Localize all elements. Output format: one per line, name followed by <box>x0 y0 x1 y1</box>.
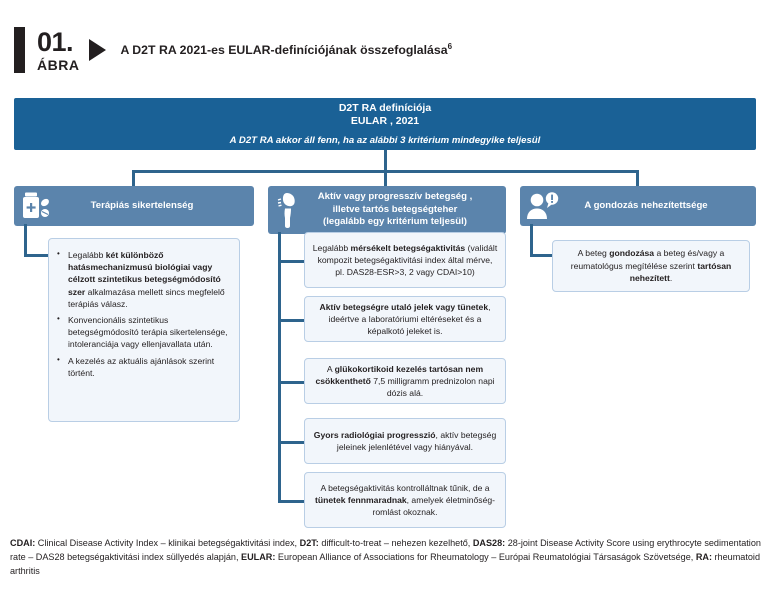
criterion-box-signs-symptoms: Aktív betegségre utaló jelek vagy tünete… <box>304 296 506 342</box>
connector-stub-left <box>24 254 48 257</box>
connector-stem-right <box>530 224 533 256</box>
column-header-therapy-failure: Terápiás sikertelenség <box>14 186 254 226</box>
connector-stub-middle <box>278 500 304 503</box>
criterion-text-1: Aktív betegségre utaló jelek vagy tünete… <box>319 301 491 337</box>
figure-number: 01. <box>37 26 74 57</box>
criterion-box-radiological-progression: Gyors radiológiai progresszió, aktív bet… <box>304 418 506 464</box>
criterion-box-persistent-symptoms: A betegségaktivitás kontrolláltnak tűnik… <box>304 472 506 528</box>
criterion-box-glucocorticoid: A glükokortikoid kezelés tartósan nem cs… <box>304 358 506 404</box>
figure-title: A D2T RA 2021-es EULAR-definíciójának ös… <box>120 42 452 57</box>
therapy-failure-bullet-list: Legalább két különböző hatásmechanizmusú… <box>57 248 229 379</box>
definition-header-box: D2T RA definíciója EULAR , 2021 A D2T RA… <box>14 98 756 150</box>
figure-title-text: A D2T RA 2021-es EULAR-definíciójának ös… <box>120 43 448 58</box>
figure-number-block: 01. ÁBRA <box>37 26 80 73</box>
definition-subtitle: A D2T RA akkor áll fenn, ha az alábbi 3 … <box>229 135 541 147</box>
connector-stub-middle <box>278 319 304 322</box>
figure-title-superscript: 6 <box>447 42 453 52</box>
therapy-failure-box: Legalább két különböző hatásmechanizmusú… <box>48 238 240 422</box>
criterion-text-3: Gyors radiológiai progresszió, aktív bet… <box>313 429 497 452</box>
column-header-middle-line3: (legalább egy kritérium teljesül) <box>323 216 467 228</box>
abbreviations-footnote: CDAI: Clinical Disease Activity Index – … <box>10 536 762 578</box>
criterion-box-disease-activity: Legalább mérsékelt betegségaktivitás (va… <box>304 232 506 288</box>
column-header-active-disease: Aktív vagy progresszív betegség , illetv… <box>268 186 506 234</box>
care-difficulty-box: A beteg gondozása a beteg és/vagy a reum… <box>552 240 750 292</box>
column-header-label-right: A gondozás nehezítettsége <box>584 199 708 211</box>
criterion-text-4: A betegségaktivitás kontrolláltnak tűnik… <box>314 482 496 518</box>
abbreviations-text: CDAI: Clinical Disease Activity Index – … <box>10 538 761 577</box>
column-header-middle-line2: illetve tartós betegségteher <box>332 203 458 215</box>
connector-drop-right <box>636 170 639 186</box>
connector-stem-left <box>24 224 27 256</box>
therapy-failure-bullet: Konvencionális szintetikus betegségmódos… <box>57 313 229 351</box>
column-header-care-difficulty: A gondozás nehezítettsége <box>520 186 756 226</box>
knee-joint-icon <box>268 191 314 229</box>
connector-stub-middle <box>278 381 304 384</box>
connector-drop-middle <box>384 170 387 186</box>
definition-title-line1: D2T RA definíciója <box>338 101 432 114</box>
column-header-label-middle: Aktív vagy progresszív betegség , illetv… <box>314 191 506 230</box>
connector-stub-middle <box>278 260 304 263</box>
person-alert-icon <box>520 191 566 221</box>
therapy-failure-bullet: A kezelés az aktuális ajánlások szerint … <box>57 354 229 379</box>
column-header-middle-line1: Aktív vagy progresszív betegség , <box>317 190 473 202</box>
figure-title-row: 01. ÁBRA A D2T RA 2021-es EULAR-definíci… <box>14 26 452 74</box>
title-accent-bar <box>14 27 25 73</box>
criterion-text-0: Legalább mérsékelt betegségaktivitás (va… <box>312 242 498 278</box>
medicine-bottle-pills-icon <box>14 191 60 221</box>
connector-drop-left <box>132 170 135 186</box>
figure-word: ÁBRA <box>37 56 80 73</box>
definition-title-line2: EULAR , 2021 <box>350 115 420 127</box>
care-difficulty-text: A beteg gondozása a beteg és/vagy a reum… <box>570 248 732 284</box>
therapy-failure-bullet: Legalább két különböző hatásmechanizmusú… <box>57 248 229 310</box>
connector-header-vertical <box>384 150 387 172</box>
connector-spine-middle <box>278 232 281 500</box>
triangle-right-icon <box>89 39 107 61</box>
connector-stub-middle <box>278 441 304 444</box>
criterion-text-2: A glükokortikoid kezelés tartósan nem cs… <box>315 363 495 399</box>
connector-stub-right <box>530 254 552 257</box>
column-header-label-left: Terápiás sikertelenség <box>90 199 194 211</box>
